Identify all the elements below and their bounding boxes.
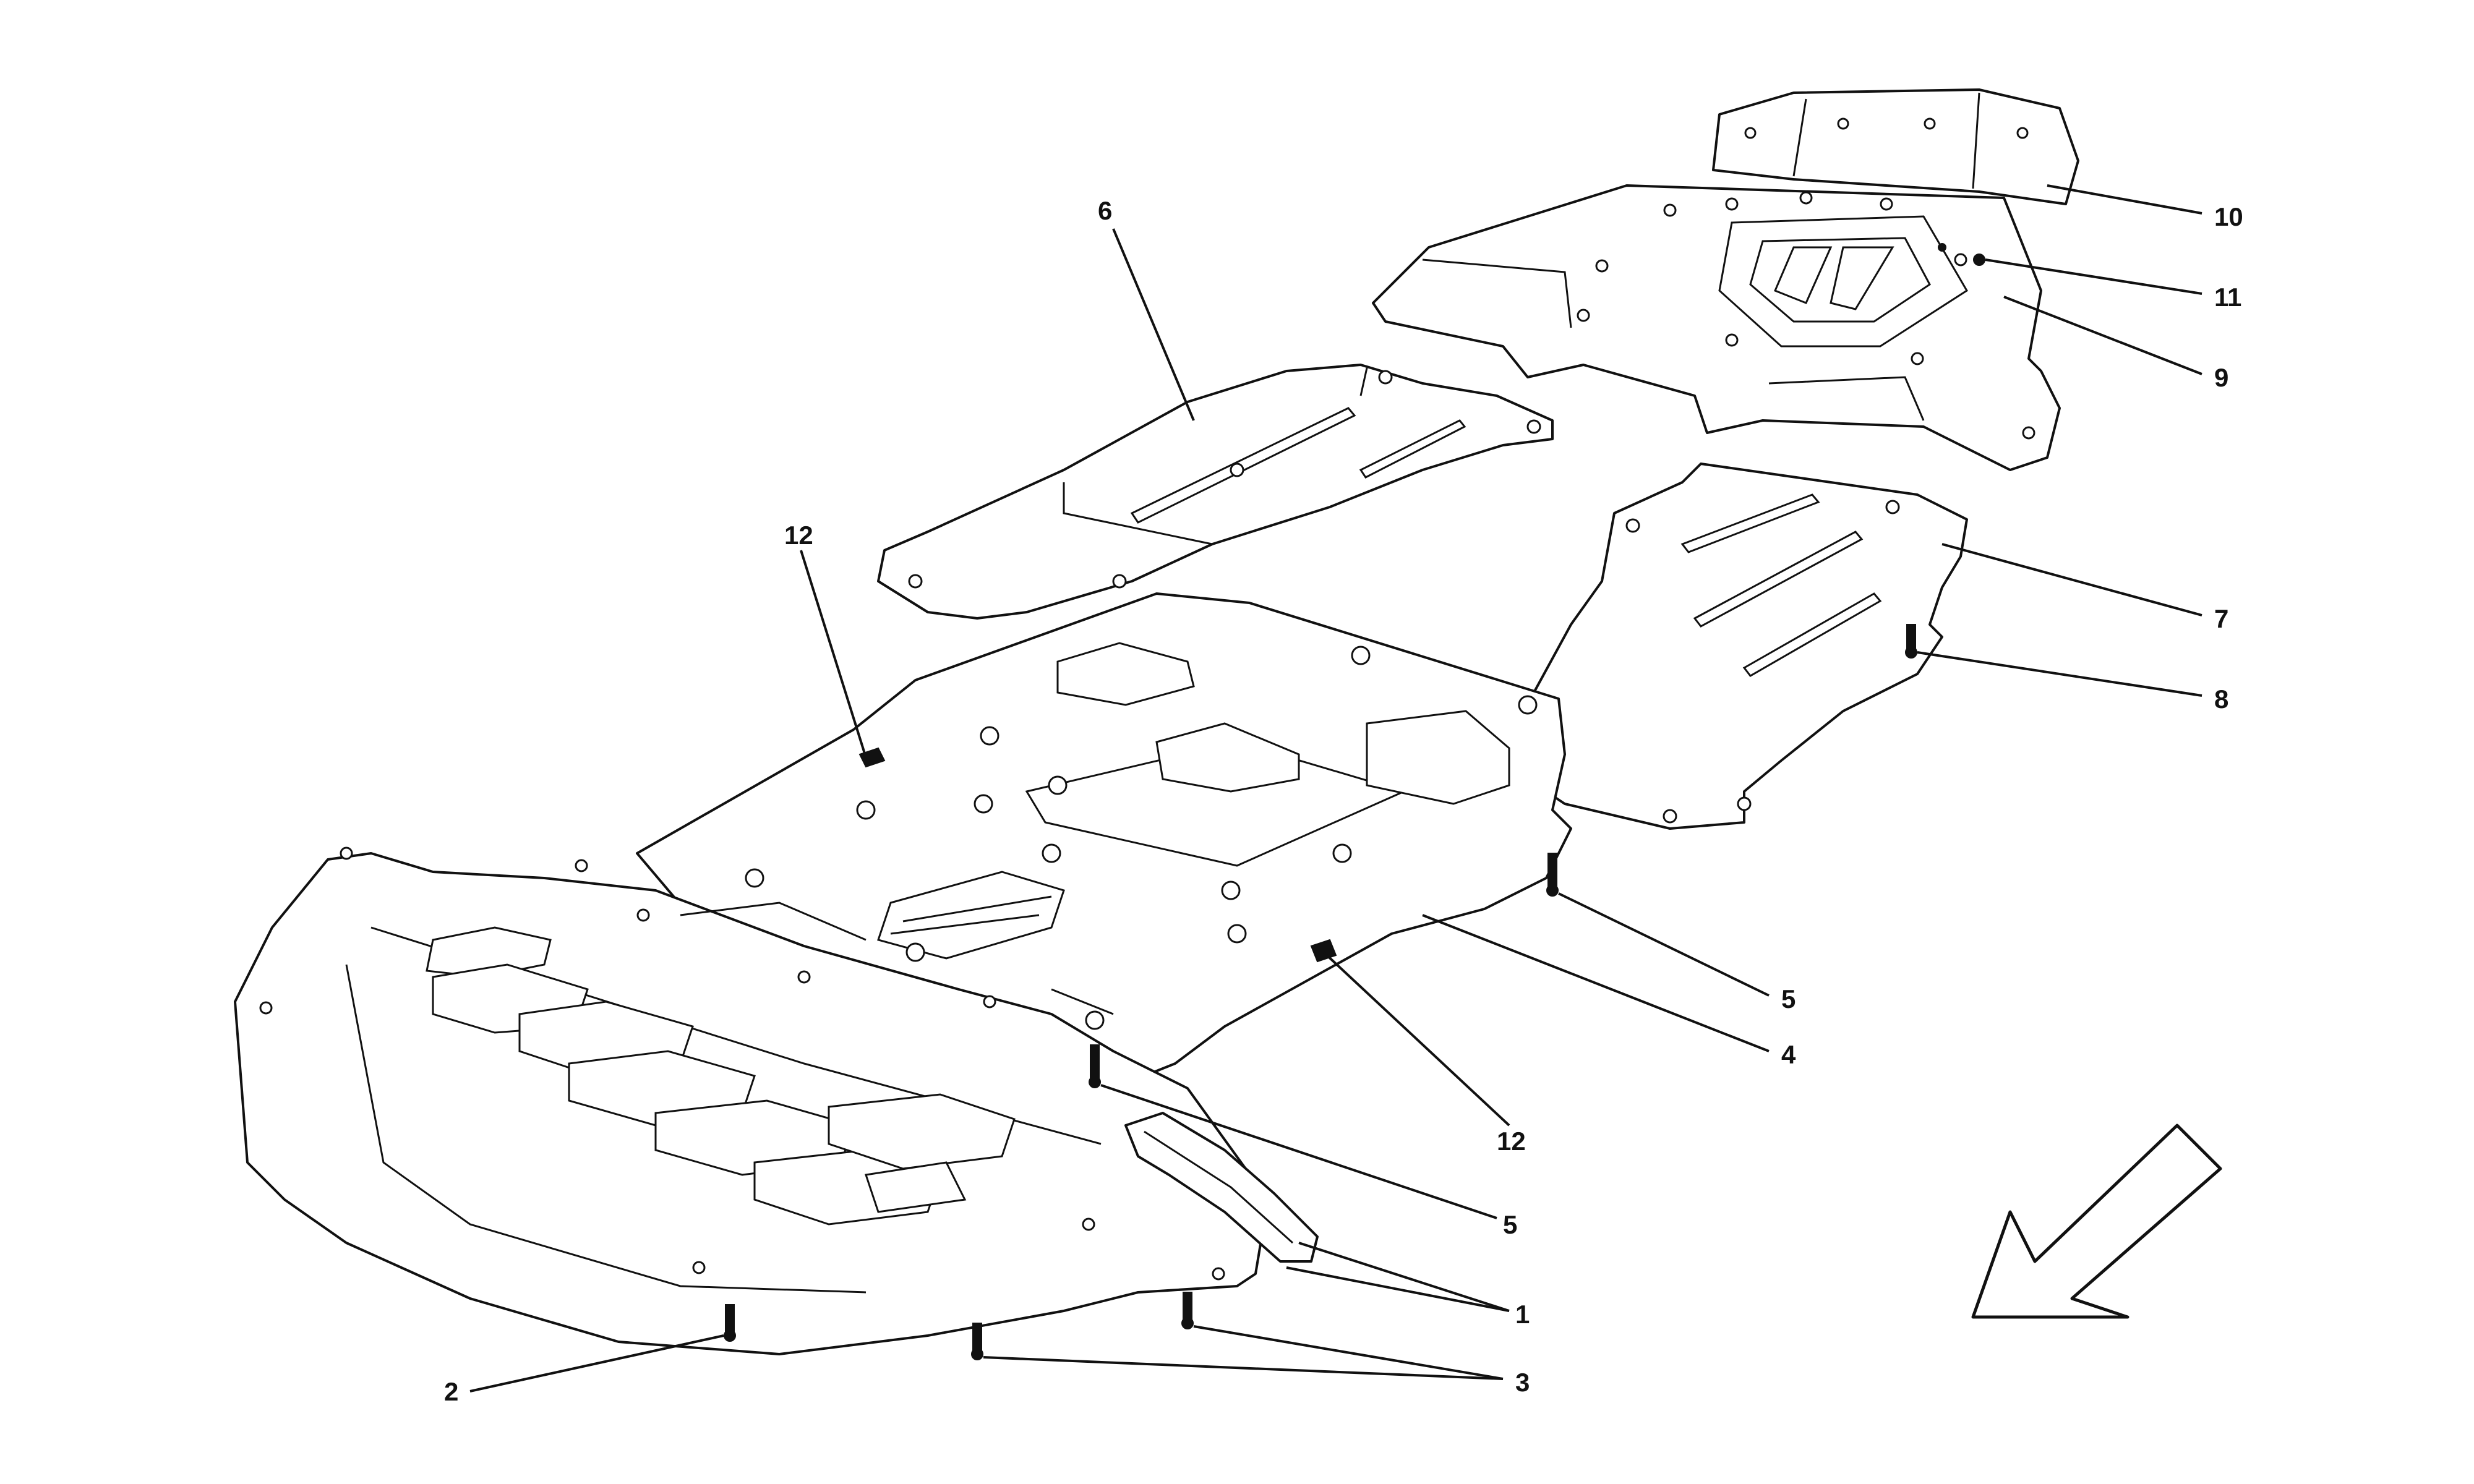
callout-7: 7 [2214,604,2228,633]
callout-6: 6 [1098,196,1112,225]
fastener-3a [971,1323,983,1360]
callout-5-upper: 5 [1781,984,1796,1013]
fasteners [724,254,1985,1360]
fastener-8 [1905,624,1917,659]
front-direction-arrow-icon [1971,1124,2222,1319]
callout-labels: 1 2 3 4 5 5 6 7 8 9 10 11 12 12 [444,196,2243,1406]
part-9-rear-undertray [1372,184,2061,471]
fastener-5b [1546,853,1559,897]
fastener-5a [1089,1044,1101,1088]
fastener-12b [1310,939,1337,963]
callout-4: 4 [1781,1040,1796,1069]
fastener-2 [724,1304,736,1342]
fastener-3b [1181,1292,1194,1329]
callout-11: 11 [2214,283,2241,312]
callout-3: 3 [1515,1368,1530,1397]
callout-12-right: 12 [1497,1127,1526,1156]
part-7-right-floor-panel [1526,463,1968,830]
callout-5-lower: 5 [1503,1210,1517,1239]
part-1-front-undertray [234,846,1269,1355]
fastener-11 [1973,254,1985,266]
callout-9: 9 [2214,363,2228,392]
fastener-12a [858,747,886,768]
part-10-rear-cover [1712,88,2079,205]
part-6-left-floor-panel [877,364,1554,620]
callout-2: 2 [444,1377,458,1406]
callout-1: 1 [1515,1300,1530,1329]
leader-lines [469,184,2202,1392]
callout-10: 10 [2214,202,2243,231]
callout-12-left: 12 [784,521,813,550]
callout-8: 8 [2214,684,2228,714]
part-1-front-side-strip [1124,1112,1319,1263]
